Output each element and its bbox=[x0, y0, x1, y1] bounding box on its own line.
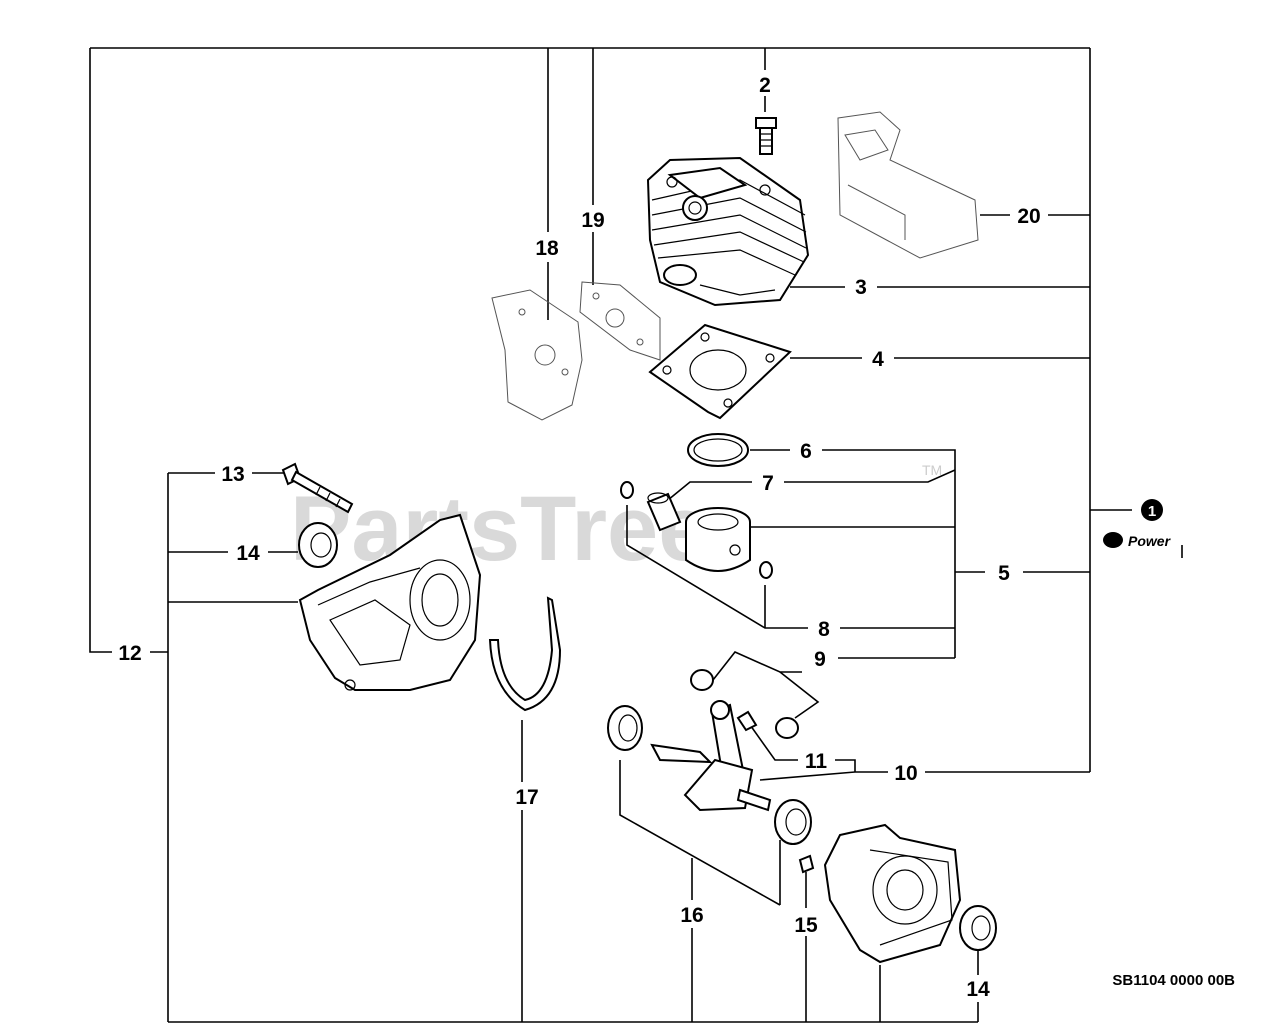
callout-3: 3 bbox=[855, 276, 867, 299]
bolt-part-13 bbox=[281, 462, 354, 514]
callout-14-lower: 14 bbox=[966, 978, 990, 1001]
gasket-part-4 bbox=[648, 323, 792, 420]
gasket-part-19 bbox=[579, 281, 661, 361]
piston-pin-part-7 bbox=[646, 492, 682, 532]
callout-18: 18 bbox=[535, 237, 559, 260]
clip-part-8 bbox=[620, 481, 773, 579]
callout-20: 20 bbox=[1017, 205, 1040, 228]
bolt-part-2 bbox=[755, 117, 777, 155]
callout-14-upper: 14 bbox=[236, 542, 260, 565]
watermark-trademark: TM bbox=[922, 462, 942, 478]
callout-11: 11 bbox=[805, 750, 828, 773]
bearing-part-16 bbox=[607, 705, 812, 845]
callout-15: 15 bbox=[794, 914, 818, 937]
crankshaft-part-10 bbox=[650, 700, 772, 812]
needle-bearing-part-11 bbox=[736, 710, 758, 732]
repower-logo-icon bbox=[1103, 532, 1123, 548]
crankcase-left-part bbox=[298, 513, 482, 691]
callout-12: 12 bbox=[118, 642, 141, 665]
badge-number: 1 bbox=[1148, 503, 1156, 520]
repower-badge: 1 Power bbox=[1090, 499, 1183, 558]
callout-2: 2 bbox=[759, 74, 771, 97]
watermark-text: PartsTree bbox=[290, 478, 709, 580]
oil-seal-part-14-lower bbox=[959, 905, 997, 951]
callout-5: 5 bbox=[998, 562, 1010, 585]
leader-lines bbox=[89, 47, 1091, 1023]
badge-text: Power bbox=[1128, 533, 1172, 549]
callout-16: 16 bbox=[680, 904, 703, 927]
callout-13: 13 bbox=[221, 463, 244, 486]
callout-8: 8 bbox=[818, 618, 830, 641]
cover-part-20 bbox=[837, 111, 979, 259]
cylinder-part-3 bbox=[646, 156, 810, 307]
piston-ring-part-6 bbox=[687, 433, 749, 467]
callout-17: 17 bbox=[515, 786, 538, 809]
dowel-pin-part-15 bbox=[798, 854, 815, 874]
callout-6: 6 bbox=[800, 440, 812, 463]
gasket-part-18 bbox=[491, 289, 583, 421]
gasket-part-17 bbox=[488, 596, 562, 712]
drawing-code: SB1104 0000 00B bbox=[1112, 972, 1235, 989]
callout-19: 19 bbox=[581, 209, 604, 232]
crankcase-right-part bbox=[823, 823, 962, 964]
washer-part-9 bbox=[690, 669, 799, 739]
callout-4: 4 bbox=[872, 348, 884, 371]
oil-seal-part-14-upper bbox=[298, 522, 338, 568]
badge-circle-icon bbox=[1141, 499, 1163, 521]
callout-10: 10 bbox=[894, 762, 917, 785]
callout-7: 7 bbox=[762, 472, 774, 495]
callout-labels: 2 3 4 5 6 7 8 9 10 11 12 13 14 14 15 16 … bbox=[118, 74, 1040, 1001]
callout-9: 9 bbox=[814, 648, 826, 671]
piston-part bbox=[685, 507, 751, 572]
